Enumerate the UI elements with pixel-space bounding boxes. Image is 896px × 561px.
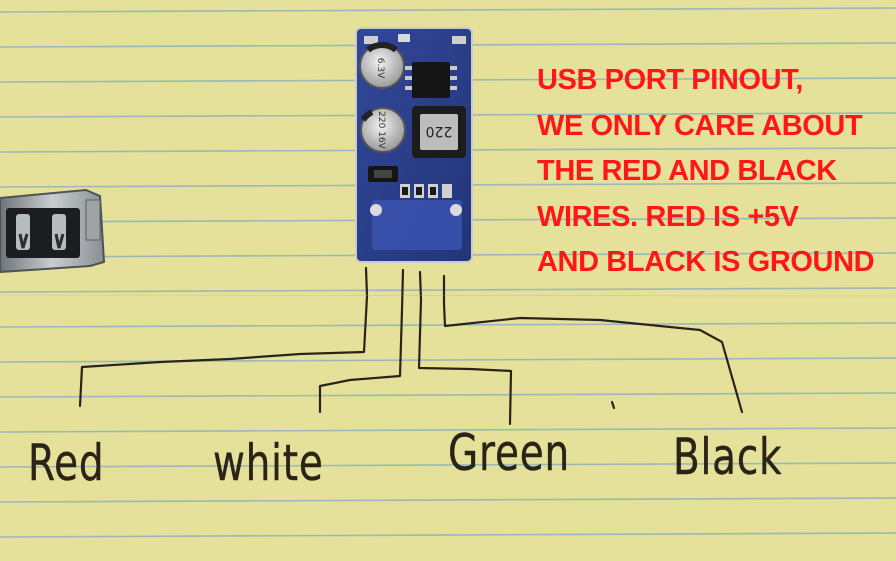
wire-diagram [78, 266, 744, 426]
stray-mark [610, 400, 616, 410]
caption-line-1: USB PORT PINOUT, [537, 64, 803, 96]
wire-green [417, 270, 513, 426]
wire-red [78, 266, 369, 408]
inductor-marking: 220 [426, 123, 453, 139]
label-green: Green [448, 424, 571, 482]
pinout-caption: USB PORT PINOUT, WE ONLY CARE ABOUT THE … [537, 58, 892, 286]
ic-chip [412, 62, 450, 98]
caption-line-4: WIRES. RED IS +5V [537, 200, 799, 233]
capacitor-1-marking: 6.3V [375, 58, 385, 79]
usb-connector [0, 188, 106, 274]
capacitor-2: 220 16V [360, 107, 406, 153]
capacitor-2-marking: 220 16V [376, 111, 386, 149]
label-black: Black [673, 428, 783, 486]
label-white: white [213, 434, 324, 492]
label-red: Red [28, 434, 105, 492]
capacitor-1: 6.3V [359, 41, 405, 89]
margin-line [0, 294, 896, 297]
caption-line-3: THE RED AND BLACK [537, 155, 837, 187]
inductor: 220 [412, 106, 466, 158]
pcb-module: 6.3V 220 16V 220 [355, 27, 473, 263]
caption-line-2: WE ONLY CARE ABOUT [537, 109, 863, 142]
wire-black [442, 274, 744, 414]
wire-white [318, 268, 405, 414]
caption-line-5: AND BLACK IS GROUND [537, 246, 875, 278]
